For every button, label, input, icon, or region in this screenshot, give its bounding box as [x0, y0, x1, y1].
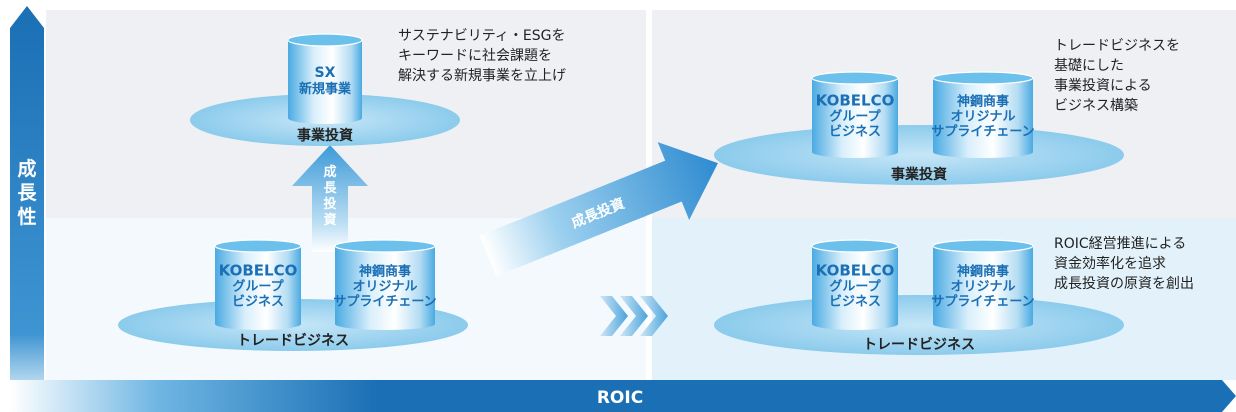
cylinder-top: [287, 33, 363, 47]
right-top-platform: 事業投資: [714, 125, 1124, 185]
vertical-axis-label: 成長性: [17, 157, 37, 228]
up-arrow-label: 成長投資: [323, 164, 337, 228]
cylinder-text: KOBELCO: [816, 262, 895, 280]
platform-label: トレードビジネス: [237, 333, 349, 349]
cylinder-text: オリジナル: [950, 110, 1015, 125]
cylinder-text: SX: [315, 65, 336, 81]
cylinder-body: [812, 246, 898, 330]
description-line: サステナビリティ・ESGを: [398, 28, 565, 44]
cylinder-text: KOBELCO: [219, 262, 298, 280]
diagonal-growth-arrow: 成長投資: [479, 142, 718, 277]
cylinder-top: [334, 239, 436, 253]
cylinder-text: 神鋼商事: [957, 264, 1009, 280]
cylinder-text: ビジネス: [829, 124, 881, 140]
description-line: 基礎にした: [1054, 57, 1124, 74]
vertical-axis-label-char: 性: [17, 205, 36, 228]
cylinder-text: 新規事業: [299, 81, 352, 97]
cylinder-top: [932, 239, 1034, 253]
cylinder-text: KOBELCO: [816, 92, 895, 110]
growth-investment-up-arrow: [292, 145, 368, 252]
cylinder-text: サプライチェーン: [931, 125, 1034, 140]
description-line: 事業投資による: [1054, 78, 1152, 94]
cylinder-body: [933, 78, 1033, 158]
cylinder-text: オリジナル: [950, 280, 1015, 295]
description-line: 解決する新規事業を立上げ: [398, 68, 566, 84]
description-line: ビジネス構築: [1054, 98, 1138, 114]
cylinder-text: サプライチェーン: [333, 295, 436, 310]
cylinder-text: グループ: [232, 279, 284, 295]
cylinder-top: [811, 239, 899, 253]
up-arrow-label-char: 投: [323, 196, 336, 212]
description-line: ROIC経営推進による: [1054, 236, 1186, 252]
description-line: 成長投資の原資を創出: [1054, 276, 1194, 292]
cylinder-text: グループ: [829, 109, 881, 125]
platform-label: 事業投資: [297, 127, 353, 144]
cylinder-text: 神鋼商事: [957, 94, 1009, 110]
up-arrow-label-char: 成: [323, 164, 336, 180]
platform-label: トレードビジネス: [863, 337, 975, 353]
horizontal-axis-arrow: [10, 380, 1236, 412]
cylinder-top: [932, 71, 1034, 85]
cylinder-text: オリジナル: [352, 280, 417, 295]
cylinder-body: [812, 78, 898, 158]
up-arrow-label-char: 資: [323, 212, 336, 228]
cylinder-top: [811, 71, 899, 85]
up-arrow-label-char: 長: [323, 181, 337, 196]
right-bottom-platform: トレードビジネス: [714, 295, 1124, 355]
description-line: 資金効率化を追求: [1054, 255, 1166, 272]
cylinder-text: サプライチェーン: [931, 295, 1034, 310]
cylinder-body: [335, 246, 435, 330]
cylinder-body: [288, 40, 362, 124]
vertical-axis-label-char: 長: [17, 182, 37, 204]
platform-label: 事業投資: [891, 166, 947, 183]
cylinder-body: [933, 246, 1033, 330]
cylinder-text: ビジネス: [829, 294, 881, 310]
cylinder-text: ビジネス: [232, 294, 284, 310]
description-line: キーワードに社会課題を: [398, 48, 552, 64]
horizontal-axis-label: ROIC: [597, 388, 643, 408]
vertical-axis-arrow: [10, 6, 44, 392]
cylinder-text: 神鋼商事: [359, 264, 411, 280]
cylinder-body: [215, 246, 301, 330]
description-line: トレードビジネスを: [1054, 38, 1180, 54]
vertical-axis-label-char: 成: [17, 157, 36, 180]
cylinder-top: [214, 239, 302, 253]
cylinder-text: グループ: [829, 279, 881, 295]
chevron-arrows-icon: [600, 296, 668, 336]
